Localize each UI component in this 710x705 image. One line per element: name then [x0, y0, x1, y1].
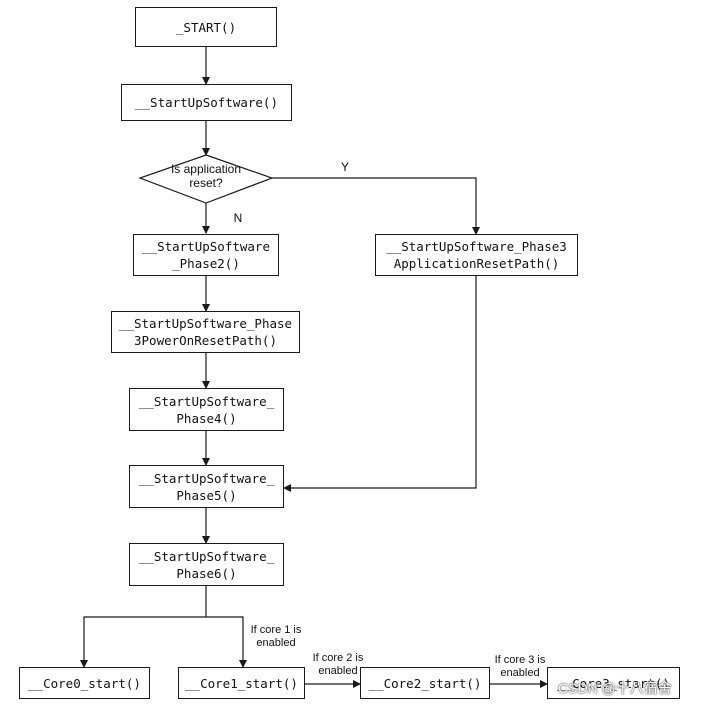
- phase5-node: __StartUpSoftware_ Phase5(): [129, 465, 284, 508]
- watermark: CSDN @十八宿舍: [558, 680, 672, 696]
- start-node: _START(): [135, 7, 277, 47]
- edge-label-if-core1: If core 1 is enabled: [250, 624, 302, 649]
- core3-node: __Core3_start(): [547, 667, 680, 699]
- arrow-decision-yes: [272, 177, 480, 235]
- phase3-application-reset-node: __StartUpSoftware_Phase3 ApplicationRese…: [375, 234, 578, 276]
- core1-node: __Core1_start(): [178, 667, 305, 699]
- edge-label-yes: Y: [340, 160, 349, 174]
- edge-label-if-core3: If core 3 is enabled: [494, 654, 546, 679]
- decision-diamond: [138, 154, 274, 204]
- arrow-appreset-to-phase5: [283, 276, 477, 492]
- phase3-power-on-reset-node: __StartUpSoftware_Phase 3PowerOnResetPat…: [111, 311, 300, 353]
- phase2-node: __StartUpSoftware _Phase2(): [133, 234, 279, 276]
- arrow-to-core1: [206, 616, 247, 668]
- core0-node: __Core0_start(): [19, 667, 150, 699]
- core2-node: __Core2_start(): [360, 667, 490, 699]
- phase6-node: __StartUpSoftware_ Phase6(): [129, 543, 284, 586]
- edge-label-no: N: [233, 211, 243, 225]
- phase4-node: __StartUpSoftware_ Phase4(): [129, 388, 284, 431]
- edge-label-if-core2: If core 2 is enabled: [312, 652, 364, 677]
- decision-label: Is application reset?: [170, 162, 242, 190]
- startup-software-node: __StartUpSoftware(): [121, 84, 292, 121]
- arrow-to-core0: [80, 616, 206, 668]
